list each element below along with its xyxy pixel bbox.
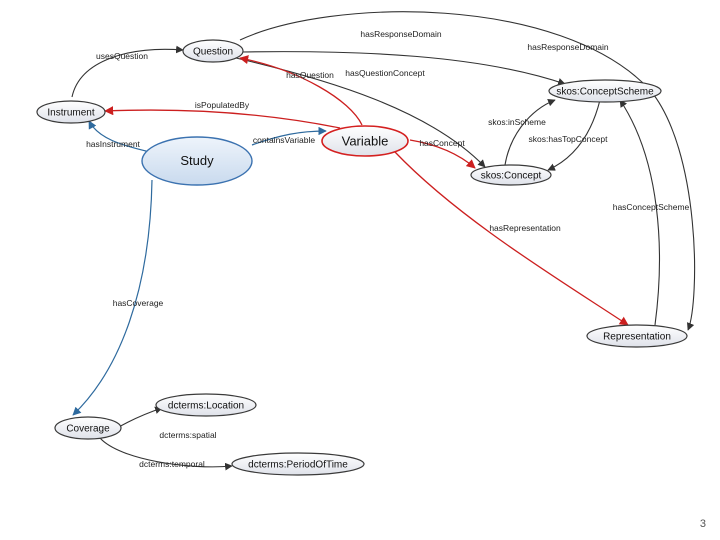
edge-skos-has-top-concept bbox=[547, 99, 601, 171]
label-dcterms-spatial: dcterms:spatial bbox=[159, 430, 216, 440]
label-has-representation: hasRepresentation bbox=[489, 223, 561, 233]
node-concept-scheme: skos:ConceptScheme bbox=[548, 79, 662, 103]
label-has-question: hasQuestion bbox=[286, 70, 334, 80]
edge-has-concept-scheme bbox=[619, 99, 660, 326]
label-skos-in-scheme: skos:inScheme bbox=[488, 117, 546, 127]
label-skos-has-top-concept: skos:hasTopConcept bbox=[529, 134, 609, 144]
label-contains-variable: containsVariable bbox=[253, 135, 315, 145]
node-period-of-time: dcterms:PeriodOfTime bbox=[231, 452, 365, 476]
label-uses-question: usesQuestion bbox=[96, 51, 148, 61]
edge-has-concept bbox=[409, 139, 476, 169]
edge-skos-in-scheme bbox=[504, 99, 556, 166]
node-variable: Variable bbox=[321, 125, 409, 157]
node-study-label: Study bbox=[180, 153, 214, 168]
node-coverage-label: Coverage bbox=[66, 424, 110, 435]
node-location-label: dcterms:Location bbox=[168, 401, 244, 412]
label-has-response-domain-right: hasResponseDomain bbox=[527, 42, 609, 52]
label-dcterms-temporal: dcterms:temporal bbox=[139, 459, 205, 469]
node-concept: skos:Concept bbox=[470, 164, 552, 186]
edge-is-populated-by bbox=[104, 106, 341, 129]
label-has-coverage: hasCoverage bbox=[113, 298, 164, 308]
node-instrument-label: Instrument bbox=[47, 108, 94, 119]
page-number: 3 bbox=[699, 518, 706, 530]
node-location: dcterms:Location bbox=[155, 393, 257, 417]
node-study: Study bbox=[141, 136, 253, 186]
edge-has-instrument bbox=[88, 120, 151, 153]
edges-blue bbox=[72, 120, 327, 416]
label-has-response-domain-top: hasResponseDomain bbox=[360, 29, 442, 39]
edge-dcterms-temporal bbox=[99, 437, 233, 471]
node-period-of-time-label: dcterms:PeriodOfTime bbox=[248, 460, 348, 471]
node-variable-label: Variable bbox=[342, 134, 389, 149]
edge-has-question bbox=[239, 55, 363, 126]
label-has-question-concept: hasQuestionConcept bbox=[345, 68, 425, 78]
node-concept-scheme-label: skos:ConceptScheme bbox=[556, 87, 654, 98]
edge-labels: hasResponseDomain hasResponseDomain uses… bbox=[86, 29, 689, 469]
label-is-populated-by: isPopulatedBy bbox=[195, 100, 250, 110]
edge-has-response-domain-right bbox=[239, 51, 566, 86]
edge-has-representation bbox=[394, 151, 629, 326]
node-coverage: Coverage bbox=[54, 416, 122, 440]
node-concept-label: skos:Concept bbox=[481, 171, 542, 182]
label-has-concept-scheme: hasConceptScheme bbox=[613, 202, 690, 212]
edge-has-response-domain-top bbox=[239, 11, 696, 331]
node-representation: Representation bbox=[586, 324, 688, 348]
node-representation-label: Representation bbox=[603, 332, 671, 343]
node-question: Question bbox=[182, 39, 244, 63]
node-instrument: Instrument bbox=[36, 100, 106, 124]
label-has-concept: hasConcept bbox=[419, 138, 465, 148]
node-question-label: Question bbox=[193, 47, 233, 58]
edges-red bbox=[104, 55, 629, 326]
edge-contains-variable bbox=[251, 126, 327, 146]
label-has-instrument: hasInstrument bbox=[86, 139, 140, 149]
edge-has-coverage bbox=[72, 179, 153, 416]
edge-uses-question bbox=[71, 45, 184, 98]
